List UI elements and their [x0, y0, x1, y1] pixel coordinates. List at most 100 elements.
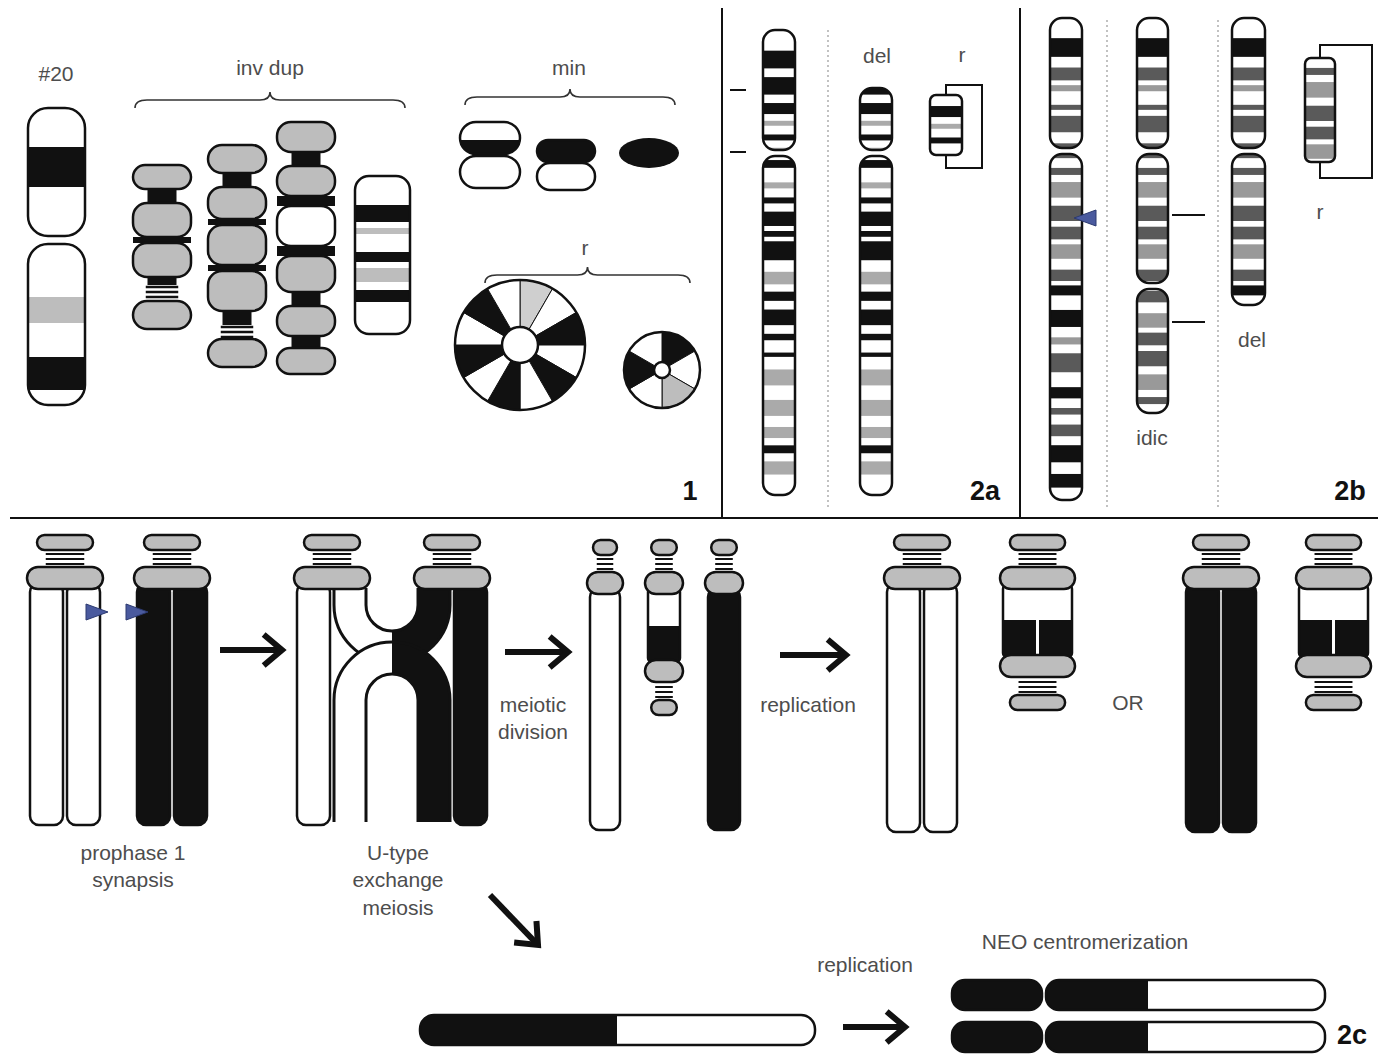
stalk-line — [655, 568, 673, 570]
chromosome-band — [1305, 106, 1335, 121]
chromosome-band — [420, 1015, 617, 1045]
satellite — [304, 535, 360, 550]
chromosome-band — [860, 310, 892, 326]
arm-outline — [460, 122, 520, 154]
breakpoint-arrowhead — [1074, 210, 1096, 226]
chromosome-band — [223, 173, 252, 187]
chromosome-band — [1232, 227, 1265, 240]
arm-outline — [1046, 980, 1325, 1010]
chromosome-arm — [1046, 1022, 1325, 1052]
chromosome-band — [1305, 82, 1335, 98]
satellite — [133, 301, 191, 329]
panel-number: 2a — [970, 474, 1000, 509]
step-label: replication — [760, 691, 856, 718]
step-label: replication — [817, 951, 913, 978]
ring-chromosome — [455, 280, 585, 410]
process-arrow — [490, 895, 538, 945]
chromosome-band — [1050, 182, 1082, 198]
chromosome-band — [292, 152, 321, 166]
chromatid — [1223, 583, 1256, 832]
chromatid — [590, 588, 620, 830]
chromosome-band — [1050, 337, 1082, 344]
arm-outline — [952, 980, 1042, 1010]
satellite — [894, 535, 950, 550]
satellite — [294, 567, 370, 589]
arm-outline — [420, 1015, 815, 1045]
chromosome-band — [148, 277, 177, 285]
chromosome-arm — [1050, 154, 1082, 500]
chromosome-band — [763, 272, 795, 285]
chromosome-arm — [930, 95, 962, 155]
step-label: meiotic division — [483, 691, 583, 746]
exchange-outline — [350, 588, 392, 647]
satellite — [133, 243, 191, 277]
chromosome-band — [860, 400, 892, 416]
arrow-head — [264, 635, 282, 666]
satellite — [651, 700, 677, 715]
breakpoint-arrowhead — [126, 604, 148, 620]
chromosome-segment — [277, 206, 335, 246]
breakpoint-arrowhead — [86, 604, 108, 620]
chromosome-band — [1050, 105, 1082, 110]
stalk-line — [146, 296, 178, 299]
satellite — [37, 535, 93, 550]
satellite — [705, 572, 743, 594]
arm-ground — [763, 30, 795, 150]
exchange-fill — [350, 588, 392, 647]
chromosome-arm — [1046, 980, 1325, 1010]
chromosome-band — [1137, 38, 1168, 57]
chromosome-arm — [763, 156, 795, 495]
chromosome-label: r — [959, 41, 966, 68]
chromosome-band — [860, 160, 892, 168]
chromosome-band — [860, 121, 892, 126]
stalk-line — [433, 553, 472, 555]
chromosome-band — [763, 445, 795, 453]
stalk-line — [221, 326, 253, 329]
group-bracket — [135, 92, 405, 108]
chromosome-band — [1305, 68, 1335, 75]
chromosome-band — [1232, 244, 1265, 258]
chromosome-band — [1305, 127, 1335, 140]
chromosome-arm — [460, 122, 520, 154]
arm-ground — [460, 122, 520, 154]
chromosome-band — [763, 292, 795, 301]
arm-outline — [537, 140, 595, 162]
chromosome-arm — [1232, 154, 1265, 305]
satellite — [1296, 567, 1371, 589]
chromosome-band — [1137, 105, 1168, 110]
arm-ground — [952, 980, 1042, 1010]
chromosome-band — [860, 353, 892, 357]
group-bracket — [465, 89, 675, 105]
chromosome-band — [860, 272, 892, 285]
panel-divider — [10, 517, 1378, 519]
arm-ground — [1046, 980, 1325, 1010]
satellite — [1296, 655, 1371, 677]
chromosome-arm — [537, 163, 595, 190]
chromosome-band — [763, 77, 795, 94]
chromosome-band — [28, 147, 85, 187]
chromosome-band — [860, 103, 892, 114]
chromosome-arm — [28, 108, 85, 236]
chromosome-band — [763, 400, 795, 416]
exchange-outline — [392, 588, 434, 647]
chromosome-band — [277, 196, 335, 206]
chromosome-band — [860, 334, 892, 340]
chromosome-band — [763, 231, 795, 237]
sister-split — [1332, 587, 1335, 655]
satellite — [1010, 535, 1065, 550]
chromosome-band — [223, 311, 252, 325]
chromosome-band — [1232, 285, 1265, 295]
chromatid — [708, 588, 740, 830]
chromosome-band — [355, 290, 410, 302]
chromosome-band — [763, 353, 795, 357]
chromosome-band — [1046, 980, 1148, 1010]
breakpoint-tick — [730, 89, 746, 91]
chromosome-arm — [1137, 289, 1168, 413]
stalk-line — [903, 558, 942, 560]
arm-outline — [1137, 18, 1168, 148]
step-label: NEO centromerization — [982, 928, 1189, 955]
chromatid — [67, 583, 100, 825]
